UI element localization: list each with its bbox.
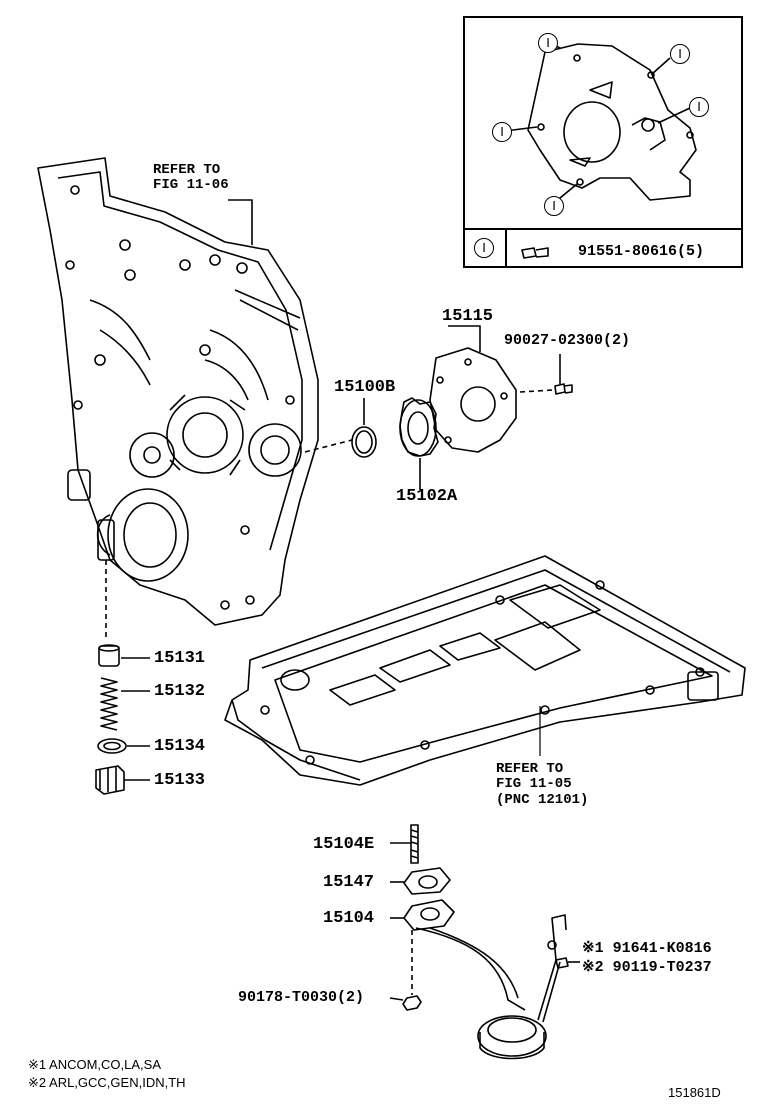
footnote-1: ※1 ANCOM,CO,LA,SA xyxy=(28,1057,161,1072)
ref-fig-11-06[interactable]: REFER TO FIG 11-06 xyxy=(153,162,229,194)
label-15147[interactable]: 15147 xyxy=(323,873,375,892)
label-15104e[interactable]: 15104E xyxy=(313,835,375,854)
relief-valve-15131[interactable] xyxy=(98,644,120,667)
inset-legend-divider xyxy=(505,228,507,268)
label-15115[interactable]: 15115 xyxy=(442,307,494,326)
oil-pump-cover-15115[interactable] xyxy=(429,347,517,453)
o-ring-15100b[interactable] xyxy=(351,426,377,458)
oil-strainer-15104[interactable] xyxy=(403,899,567,1060)
label-90027-02300[interactable]: 90027-02300(2) xyxy=(504,332,631,349)
bolt-90027[interactable] xyxy=(554,383,573,395)
inset-box xyxy=(463,16,743,268)
label-90178-t0030[interactable]: 90178-T0030(2) xyxy=(238,989,365,1006)
footnote-2: ※2 ARL,GCC,GEN,IDN,TH xyxy=(28,1075,186,1090)
inset-marker: I xyxy=(689,97,709,117)
bolt-91641[interactable] xyxy=(555,957,569,969)
label-15131[interactable]: 15131 xyxy=(154,649,206,668)
ref-fig-11-05[interactable]: REFER TO FIG 11-05 (PNC 12101) xyxy=(496,761,589,808)
inset-legend-marker: I xyxy=(474,238,494,258)
label-15134[interactable]: 15134 xyxy=(154,737,206,756)
pump-rotor-15102a[interactable] xyxy=(399,397,439,457)
plug-15133[interactable] xyxy=(95,765,125,795)
label-15104[interactable]: 15104 xyxy=(323,909,375,928)
gasket-15147[interactable] xyxy=(403,867,451,895)
inset-marker: I xyxy=(492,122,512,142)
label-15132[interactable]: 15132 xyxy=(154,682,206,701)
figure-id: 151861D xyxy=(668,1085,721,1100)
inset-marker: I xyxy=(538,33,558,53)
inset-legend-row xyxy=(463,228,743,268)
label-15133[interactable]: 15133 xyxy=(154,771,206,790)
label-15100b[interactable]: 15100B xyxy=(334,378,396,397)
timing-chain-cover[interactable] xyxy=(37,157,319,626)
label-15102a[interactable]: 15102A xyxy=(396,487,458,506)
label-90119-t0237[interactable]: ※2 90119-T0237 xyxy=(582,959,712,976)
inset-marker: I xyxy=(670,44,690,64)
gasket-15134[interactable] xyxy=(97,738,127,754)
oil-pan[interactable] xyxy=(224,555,746,786)
stud-15104e[interactable] xyxy=(410,824,419,864)
inset-legend-part[interactable]: 91551-80616(5) xyxy=(578,243,705,260)
inset-marker: I xyxy=(544,196,564,216)
nut-90178[interactable] xyxy=(402,995,422,1011)
spring-15132[interactable] xyxy=(100,677,118,731)
label-91641-k0816[interactable]: ※1 91641-K0816 xyxy=(582,940,712,957)
